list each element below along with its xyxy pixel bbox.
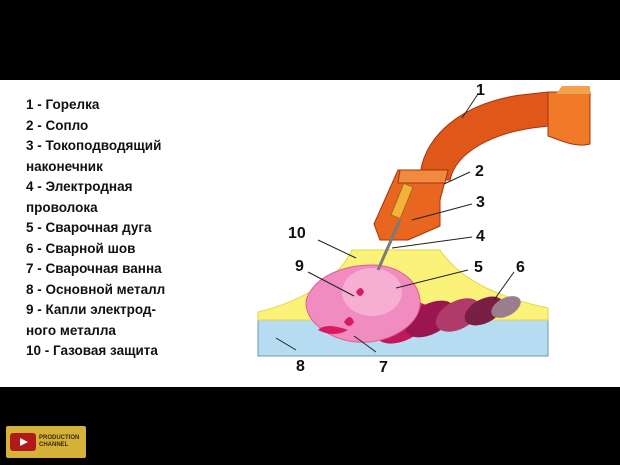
callout-7: 7: [379, 359, 388, 376]
metal-droplet: [356, 288, 364, 296]
callout-8: 8: [296, 358, 305, 375]
legend-item-9-cont: ного металла: [26, 322, 116, 338]
torch-handle-top: [556, 86, 590, 94]
welding-diagram: 1 2 3 4 5 6 7 8 9 10: [257, 82, 591, 376]
callout-9: 9: [295, 258, 304, 275]
legend-item-10: 10 - Газовая защита: [26, 343, 158, 358]
torch-neck: [419, 91, 549, 181]
callout-1: 1: [476, 82, 485, 99]
electrode-wire: [376, 219, 402, 271]
legend-item-8: 8 - Основной металл: [26, 281, 166, 297]
legend-item-9: 9 - Капли электрод-: [26, 302, 156, 317]
channel-badge: PRODUCTION CHANNEL: [6, 426, 86, 458]
play-icon: [10, 433, 36, 451]
callout-10: 10: [288, 225, 306, 242]
callout-6: 6: [516, 259, 525, 276]
callout-lines: [275, 93, 515, 353]
legend-item-2: 2 - Сопло: [26, 117, 89, 133]
callout-2: 2: [475, 163, 484, 180]
torch-handle: [547, 91, 591, 146]
legend-item-5: 5 - Сварочная дуга: [26, 220, 152, 235]
legend-item-3-cont: наконечник: [26, 158, 103, 174]
legend-item-3: 3 - Токоподводящий: [26, 138, 162, 153]
contact-tip: [390, 182, 414, 220]
callout-5: 5: [474, 259, 483, 276]
legend: 1 - Горелка 2 - Сопло 3 - Токоподводящий…: [26, 95, 216, 362]
callout-4: 4: [476, 228, 485, 245]
legend-item-7: 7 - Сварочная ванна: [26, 261, 162, 276]
legend-item-4-cont: проволока: [26, 199, 98, 215]
legend-item-6: 6 - Сварной шов: [26, 240, 136, 256]
metal-droplet: [344, 317, 354, 326]
nozzle-ring: [397, 169, 449, 184]
badge-line-2: CHANNEL: [39, 442, 69, 448]
welding-arc: [342, 268, 402, 316]
legend-item-4: 4 - Электродная: [26, 179, 133, 194]
badge-text: PRODUCTION CHANNEL: [39, 435, 85, 449]
metal-droplet: [318, 326, 348, 334]
diagram-panel: 1 - Горелка 2 - Сопло 3 - Токоподводящий…: [0, 80, 620, 387]
legend-item-1: 1 - Горелка: [26, 97, 100, 112]
callout-3: 3: [476, 194, 485, 211]
badge-line-1: PRODUCTION: [39, 435, 80, 441]
